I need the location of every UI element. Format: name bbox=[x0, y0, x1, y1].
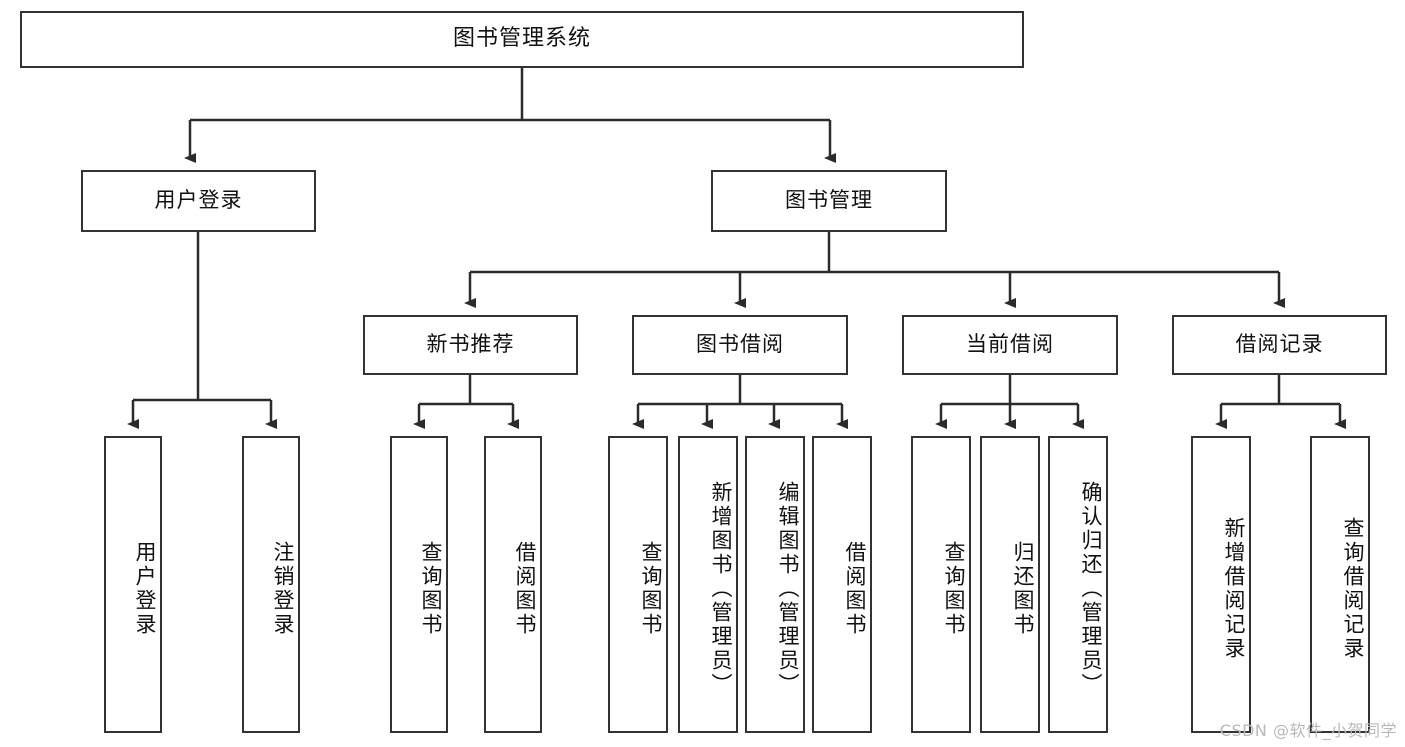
node-label: 图书管理 bbox=[785, 188, 873, 213]
node-label: 查询借阅记录 bbox=[1341, 516, 1365, 661]
node-root-system[interactable]: 图书管理系统 bbox=[20, 11, 1024, 68]
watermark-text: CSDN @软件_小贺同学 bbox=[1219, 721, 1397, 740]
leaf-edit-book-admin[interactable]: 编辑图书（管理员） bbox=[745, 436, 805, 733]
node-user-login[interactable]: 用户登录 bbox=[81, 170, 316, 232]
node-label: 用户登录 bbox=[133, 540, 157, 637]
leaf-return-book[interactable]: 归还图书 bbox=[980, 436, 1040, 733]
leaf-query-borrow-record[interactable]: 查询借阅记录 bbox=[1310, 436, 1370, 733]
node-borrow-record[interactable]: 借阅记录 bbox=[1172, 315, 1387, 375]
node-book-borrow[interactable]: 图书借阅 bbox=[632, 315, 848, 375]
node-label: 归还图书 bbox=[1011, 540, 1035, 637]
node-label: 当前借阅 bbox=[966, 332, 1054, 357]
leaf-borrow-book-recommend[interactable]: 借阅图书 bbox=[484, 436, 542, 733]
node-label: 查询图书 bbox=[639, 540, 663, 637]
leaf-borrow-book[interactable]: 借阅图书 bbox=[812, 436, 872, 733]
node-label: 查询图书 bbox=[942, 540, 966, 637]
node-label: 用户登录 bbox=[154, 188, 243, 213]
node-label: 图书管理系统 bbox=[452, 26, 591, 52]
node-label: 新增图书（管理员） bbox=[709, 480, 733, 697]
leaf-add-book-admin[interactable]: 新增图书（管理员） bbox=[678, 436, 738, 733]
leaf-logout[interactable]: 注销登录 bbox=[242, 436, 300, 733]
node-label: 新增借阅记录 bbox=[1222, 516, 1246, 661]
leaf-query-book-recommend[interactable]: 查询图书 bbox=[390, 436, 448, 733]
node-label: 借阅图书 bbox=[843, 540, 867, 637]
node-label: 查询图书 bbox=[419, 540, 443, 637]
leaf-confirm-return-admin[interactable]: 确认归还（管理员） bbox=[1048, 436, 1108, 733]
node-book-management[interactable]: 图书管理 bbox=[711, 170, 947, 232]
node-current-borrow[interactable]: 当前借阅 bbox=[902, 315, 1118, 375]
leaf-query-book-borrow[interactable]: 查询图书 bbox=[608, 436, 668, 733]
node-label: 编辑图书（管理员） bbox=[776, 480, 800, 697]
node-label: 借阅记录 bbox=[1235, 332, 1324, 357]
node-label: 借阅图书 bbox=[513, 540, 537, 637]
leaf-add-borrow-record[interactable]: 新增借阅记录 bbox=[1191, 436, 1251, 733]
leaf-query-book-current[interactable]: 查询图书 bbox=[911, 436, 971, 733]
node-label: 图书借阅 bbox=[696, 332, 784, 357]
node-new-book-recommend[interactable]: 新书推荐 bbox=[363, 315, 578, 375]
node-label: 注销登录 bbox=[271, 540, 295, 637]
leaf-user-login[interactable]: 用户登录 bbox=[104, 436, 162, 733]
node-label: 确认归还（管理员） bbox=[1079, 480, 1103, 697]
node-label: 新书推荐 bbox=[426, 332, 515, 357]
